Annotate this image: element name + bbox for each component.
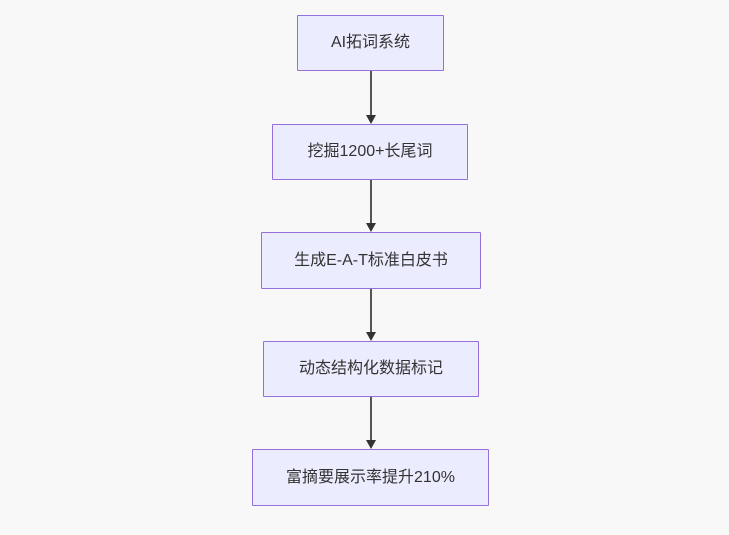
flow-arrow-1	[364, 71, 377, 124]
arrow-head-icon	[365, 115, 376, 124]
flowchart-node-generate-eat-whitepaper: 生成E-A-T标准白皮书	[261, 232, 481, 289]
flowchart-node-rich-snippet-rate-increase: 富摘要展示率提升210%	[252, 449, 489, 506]
arrow-head-icon	[365, 440, 376, 449]
arrow-line	[369, 180, 372, 225]
flowchart-node-mine-longtail-keywords: 挖掘1200+长尾词	[272, 124, 468, 180]
node-label: 富摘要展示率提升210%	[286, 468, 455, 486]
flow-arrow-3	[364, 289, 377, 341]
flowchart-node-ai-keyword-expansion-system: AI拓词系统	[297, 15, 444, 71]
node-label: 生成E-A-T标准白皮书	[294, 251, 448, 269]
node-label: 挖掘1200+长尾词	[307, 143, 433, 160]
arrow-line	[369, 71, 372, 117]
flow-arrow-4	[364, 397, 377, 449]
arrow-head-icon	[365, 332, 376, 341]
flow-arrow-2	[364, 180, 377, 232]
node-label: AI拓词系统	[330, 34, 411, 51]
arrow-line	[369, 397, 372, 442]
arrow-head-icon	[365, 223, 376, 232]
arrow-line	[369, 289, 372, 334]
node-label: 动态结构化数据标记	[298, 360, 443, 377]
flowchart-node-dynamic-structured-data-markup: 动态结构化数据标记	[263, 341, 479, 397]
